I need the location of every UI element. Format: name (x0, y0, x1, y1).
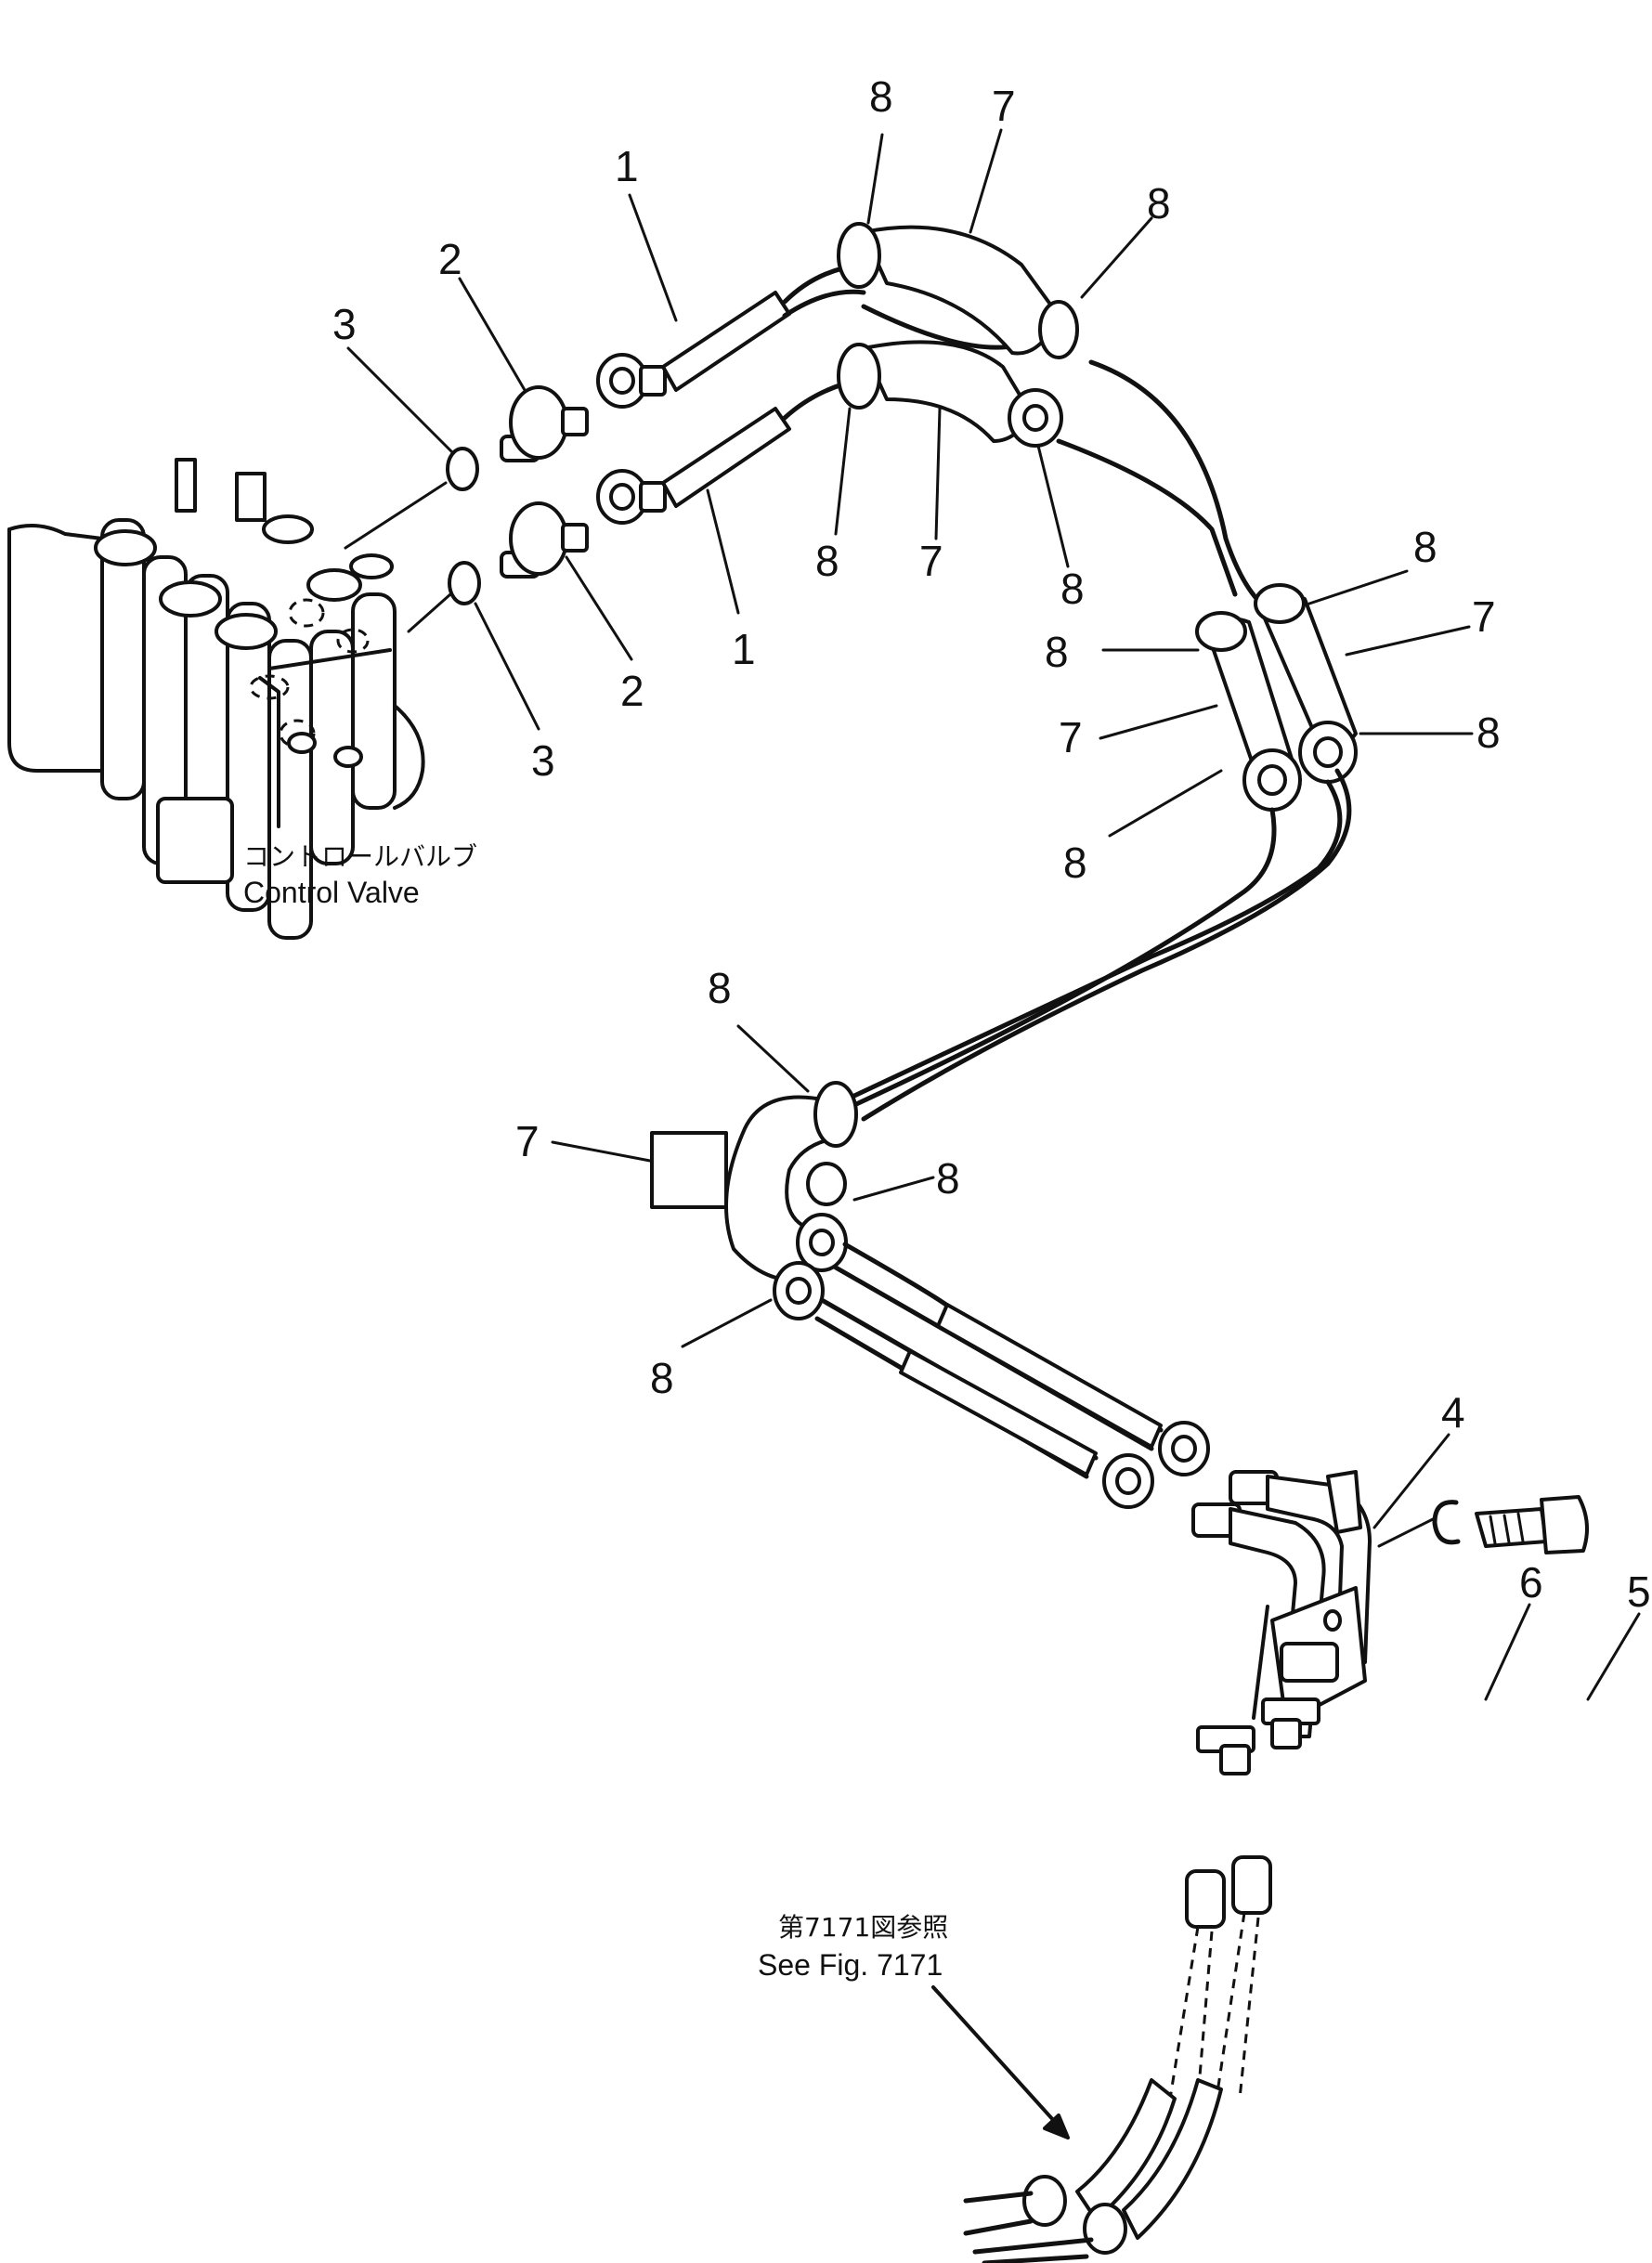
see-fig-label: See Fig. 7171 (758, 1948, 943, 1982)
callout-8: 8 (869, 72, 893, 121)
sleeve-upper-b (862, 340, 1033, 443)
callout-1: 1 (732, 625, 756, 673)
hose-diagonal-a (852, 807, 1277, 1108)
control-valve-label: Control Valve (243, 876, 420, 909)
callout-8: 8 (1147, 179, 1171, 228)
sleeve-tag (650, 1131, 728, 1209)
hose-nut-upper (596, 353, 667, 409)
clamp-9 (813, 1081, 858, 1148)
hose-diagonal-b (852, 779, 1343, 1099)
hose-fitting-lower (661, 407, 791, 508)
clamp-5 (1195, 611, 1247, 652)
callout-3: 3 (332, 300, 357, 348)
callout-3: 3 (531, 736, 555, 785)
callout-7: 7 (1472, 592, 1496, 641)
leader-lines (346, 128, 1641, 1701)
see-fig-arrow (931, 1985, 1065, 2133)
callout-8: 8 (1045, 628, 1069, 676)
sleeve-upper-a (862, 225, 1060, 356)
elbow-upper (500, 385, 589, 462)
tube-assembly (1191, 1470, 1372, 1775)
o-ring-upper (446, 447, 479, 491)
callout-8: 8 (815, 537, 839, 585)
hose-fitting-lower-b (899, 1349, 1098, 1476)
callout-5: 5 (1627, 1567, 1651, 1616)
callout-8: 8 (1413, 523, 1437, 571)
callout-1: 1 (615, 142, 639, 190)
see-fig-label-jp: 第7171図参照 (778, 1912, 948, 1943)
sleeve-lower (724, 1095, 842, 1282)
lower-hoses-ref (963, 1855, 1272, 2263)
hose-nut-lower (596, 469, 667, 525)
lock-washer (1432, 1500, 1461, 1545)
hose-fitting-upper (661, 291, 791, 392)
hose-nut-lower-a (1158, 1421, 1210, 1476)
clamp-10 (806, 1162, 847, 1206)
clamp-6 (1254, 583, 1306, 624)
clamp-3 (837, 343, 881, 410)
callout-8: 8 (1063, 839, 1087, 887)
callout-8: 8 (936, 1154, 960, 1203)
clamp-2 (1038, 300, 1079, 359)
clamp-1 (837, 222, 881, 289)
callout-6: 6 (1519, 1558, 1543, 1606)
callout-7: 7 (919, 537, 943, 585)
control-valve (7, 458, 425, 940)
callout-8: 8 (1060, 565, 1085, 613)
callout-7: 7 (1059, 713, 1083, 761)
callout-7: 7 (992, 82, 1016, 130)
callout-8: 8 (708, 964, 732, 1012)
hose-fitting-lower-a (936, 1303, 1163, 1449)
callout-8: 8 (650, 1354, 674, 1402)
elbow-lower (500, 501, 589, 579)
hose-nut-lower-b (1102, 1453, 1154, 1509)
o-ring-lower (448, 561, 481, 605)
callout-7: 7 (515, 1117, 540, 1165)
callout-2: 2 (438, 235, 462, 283)
control-valve-label-jp: コントロールバルブ (243, 841, 477, 872)
callout-2: 2 (620, 667, 644, 715)
bolt (1475, 1495, 1589, 1554)
callout-8: 8 (1476, 709, 1501, 757)
callout-4: 4 (1441, 1388, 1465, 1437)
